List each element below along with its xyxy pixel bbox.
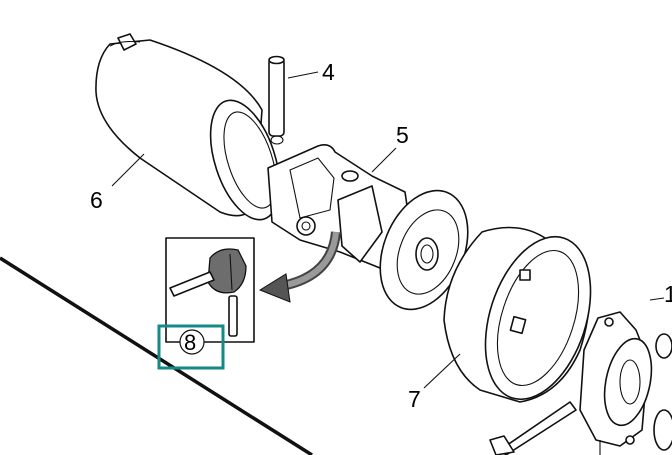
part-1-bearing-block xyxy=(579,311,672,455)
part-6-shaft-housing xyxy=(95,33,281,221)
leader-5 xyxy=(371,147,397,173)
part-7-drum xyxy=(443,226,592,403)
callout-8-highlight xyxy=(157,324,225,370)
callout-5: 5 xyxy=(396,122,409,148)
bolt xyxy=(489,401,577,455)
page-edge-line xyxy=(0,256,313,455)
callout-1: 1 xyxy=(664,281,672,307)
callout-7: 7 xyxy=(408,386,421,412)
callout-6: 6 xyxy=(90,187,103,213)
leader-4 xyxy=(287,71,319,79)
callout-8: 8 xyxy=(184,330,196,355)
leader-7 xyxy=(423,353,461,389)
part-4-pin xyxy=(268,55,285,145)
callout-8-circle xyxy=(179,329,205,355)
leader-6 xyxy=(111,153,145,187)
leader-1 xyxy=(649,297,665,301)
part-5-universal-joint xyxy=(267,144,469,311)
callout-4: 4 xyxy=(322,59,335,85)
direction-arrow xyxy=(258,231,341,303)
